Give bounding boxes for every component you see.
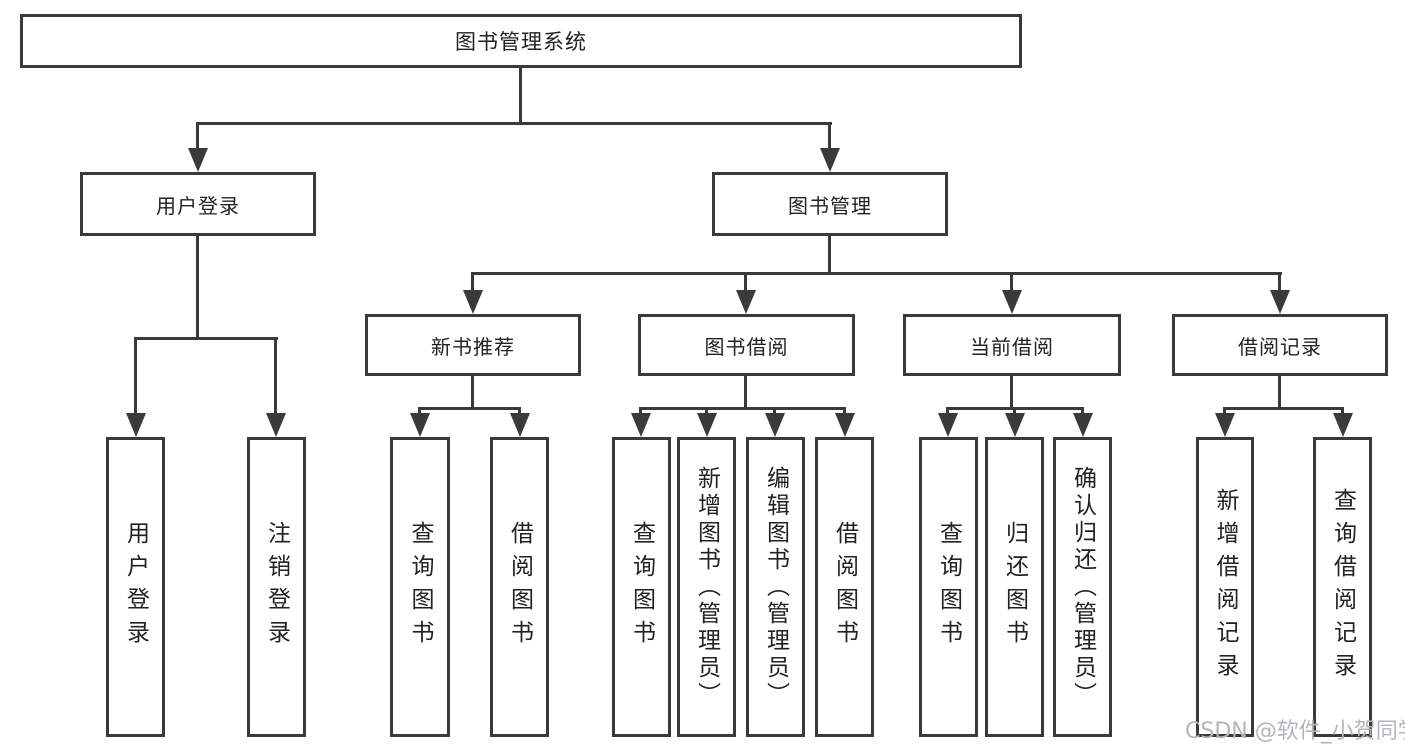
connector-leaf-user-login-drop	[134, 337, 137, 413]
leaf-label: 借阅图书	[506, 521, 533, 653]
node-leaf-query-books-current: 查询图书	[919, 437, 978, 737]
csdn-watermark: CSDN @软件_小贺同学	[1185, 719, 1405, 744]
arrow-down-current-borrowing	[1002, 290, 1022, 314]
arrow-down-new-book-recommend	[463, 290, 483, 314]
node-leaf-add-book-admin: 新增图书（管理员）	[677, 437, 736, 737]
node-leaf-query-borrow-record: 查询借阅记录	[1313, 437, 1372, 737]
node-library-management-system: 图书管理系统	[20, 14, 1022, 68]
arrow-down-leaf	[1333, 413, 1353, 437]
connector-recommend-stem	[471, 376, 474, 407]
connector-leaf-drop	[1223, 407, 1226, 415]
connector-root-stem	[519, 68, 522, 122]
connector-leaf-logout-drop	[274, 337, 277, 413]
connector-leaf-drop	[418, 407, 421, 415]
arrow-down-leaf	[510, 413, 530, 437]
connector-current-borrowing-drop	[1010, 272, 1013, 290]
node-leaf-logout: 注销登录	[247, 437, 306, 737]
leaf-label: 用户登录	[122, 521, 149, 653]
leaf-label: 查询图书	[935, 521, 962, 653]
connector-leaf-drop	[705, 407, 708, 415]
arrow-down-leaf	[1005, 413, 1025, 437]
node-leaf-borrow-books-recommend: 借阅图书	[490, 437, 549, 737]
node-leaf-query-books-borrow: 查询图书	[612, 437, 671, 737]
connector-leaf-drop	[518, 407, 521, 415]
node-leaf-borrow-books-borrow: 借阅图书	[815, 437, 874, 737]
arrow-down-leaf	[1073, 413, 1093, 437]
leaf-label: 归还图书	[1001, 521, 1028, 653]
arrow-down-leaf	[835, 413, 855, 437]
leaf-label: 借阅图书	[831, 521, 858, 653]
leaf-label: 查询图书	[407, 521, 433, 653]
node-leaf-query-books-recommend: 查询图书	[390, 437, 450, 737]
leaf-label: 编辑图书（管理员）	[762, 465, 789, 709]
leaf-label: 新增借阅记录	[1212, 488, 1238, 686]
node-leaf-edit-book-admin: 编辑图书（管理员）	[746, 437, 805, 737]
node-new-book-recommend: 新书推荐	[365, 314, 581, 376]
connector-leaf-drop	[1341, 407, 1344, 415]
connector-user-login-drop	[196, 122, 199, 148]
leaf-label: 查询图书	[628, 521, 655, 653]
connector-leaf-drop	[1013, 407, 1016, 415]
connector-root-bar	[196, 122, 832, 125]
connector-book-management-drop	[828, 122, 831, 148]
leaf-label: 确认归还（管理员）	[1069, 465, 1096, 709]
node-user-login: 用户登录	[80, 172, 316, 236]
connector-book-management-stem	[828, 236, 831, 272]
node-leaf-add-borrow-record: 新增借阅记录	[1196, 437, 1254, 737]
node-book-management: 图书管理	[712, 172, 948, 236]
connector-current-stem	[1010, 376, 1013, 407]
connector-records-stem	[1278, 376, 1281, 407]
arrow-down-leaf	[697, 413, 717, 437]
arrow-down-leaf-logout	[266, 413, 286, 437]
connector-leaf-drop	[1081, 407, 1084, 415]
connector-new-book-recommend-drop	[471, 272, 474, 290]
node-leaf-confirm-return-admin: 确认归还（管理员）	[1053, 437, 1112, 737]
arrow-down-leaf	[410, 413, 430, 437]
connector-user-login-stem	[196, 236, 199, 337]
connector-leaf-drop	[946, 407, 949, 415]
connector-leaf-drop	[843, 407, 846, 415]
leaf-label: 注销登录	[263, 521, 290, 653]
arrow-down-book-borrowing	[736, 290, 756, 314]
connector-leaf-drop	[639, 407, 642, 415]
connector-borrowing-records-drop	[1278, 272, 1281, 290]
node-leaf-user-login: 用户登录	[106, 437, 165, 737]
connector-records-bar	[1223, 407, 1344, 410]
arrow-down-user-login	[188, 148, 208, 172]
connector-borrowing-stem	[744, 376, 747, 407]
node-current-borrowing: 当前借阅	[903, 314, 1121, 376]
arrow-down-book-management	[820, 148, 840, 172]
connector-leaf-drop	[773, 407, 776, 415]
node-leaf-return-book: 归还图书	[985, 437, 1044, 737]
connector-borrowing-bar	[639, 407, 846, 410]
arrow-down-leaf	[938, 413, 958, 437]
arrow-down-borrowing-records	[1270, 290, 1290, 314]
node-borrowing-records: 借阅记录	[1172, 314, 1388, 376]
leaf-label: 查询借阅记录	[1329, 488, 1356, 686]
leaf-label: 新增图书（管理员）	[693, 465, 720, 709]
connector-book-borrowing-drop	[744, 272, 747, 290]
arrow-down-leaf	[631, 413, 651, 437]
connector-recommend-bar	[418, 407, 521, 410]
arrow-down-leaf-user-login	[126, 413, 146, 437]
connector-book-management-bar	[471, 272, 1282, 275]
node-book-borrowing: 图书借阅	[638, 314, 855, 376]
arrow-down-leaf	[1215, 413, 1235, 437]
connector-user-login-bar	[134, 337, 278, 340]
arrow-down-leaf	[765, 413, 785, 437]
